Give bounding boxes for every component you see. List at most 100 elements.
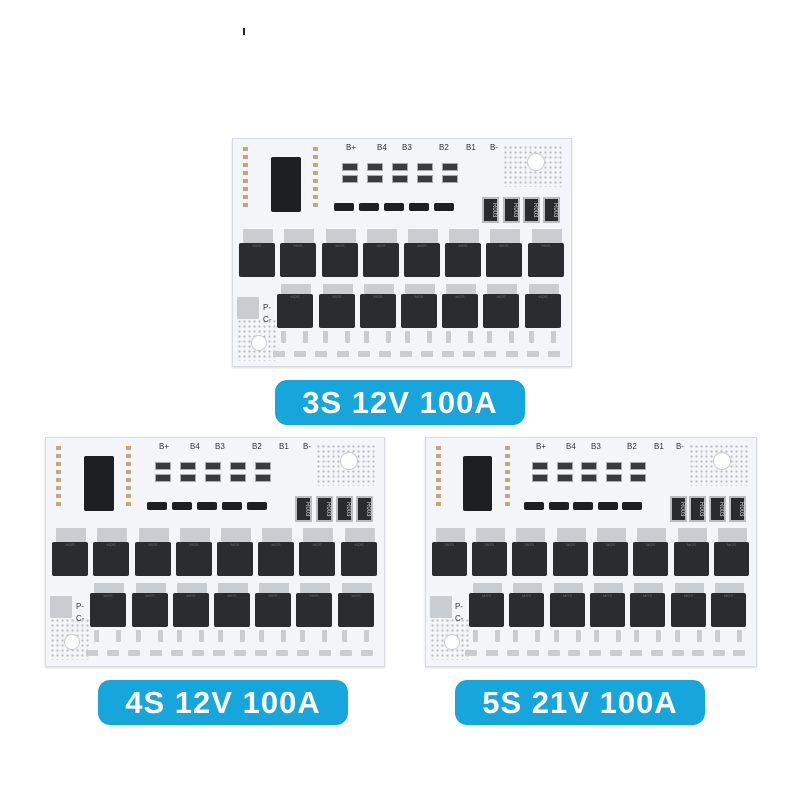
mosfet: MOS <box>486 243 522 277</box>
led <box>505 494 510 498</box>
pad <box>527 351 539 357</box>
led <box>56 454 61 458</box>
mosfet-pin <box>509 331 514 343</box>
smd-resistor <box>532 462 548 470</box>
mosfet: MOS <box>401 294 437 328</box>
mosfet: MOS <box>90 593 126 627</box>
pad <box>192 650 204 656</box>
led <box>313 155 318 159</box>
sot-transistor <box>172 502 192 510</box>
smd-resistor <box>557 462 573 470</box>
mosfet-tab <box>326 229 356 243</box>
sot-transistor <box>147 502 167 510</box>
sot-transistor <box>409 203 429 211</box>
silkscreen-b2: B2 <box>439 143 449 152</box>
smd-resistor <box>606 462 622 470</box>
mount-hole <box>251 335 267 351</box>
sot-transistor <box>622 502 642 510</box>
smd-resistor <box>230 462 246 470</box>
mosfet-tab <box>94 583 124 593</box>
mosfet-tab <box>342 583 372 593</box>
mosfet: MOS <box>52 542 88 576</box>
sot-transistor <box>434 203 454 211</box>
silkscreen-p-minus: P- <box>76 602 84 611</box>
pad <box>255 650 267 656</box>
mosfet: MOS <box>512 542 547 576</box>
smd-resistor <box>606 474 622 482</box>
mosfet-tab <box>446 284 476 294</box>
sot-transistor <box>598 502 618 510</box>
sot-transistor <box>222 502 242 510</box>
smd-resistor <box>557 474 573 482</box>
mosfet: MOS <box>173 593 209 627</box>
mosfet-pin <box>386 331 391 343</box>
mosfet-pin <box>303 331 308 343</box>
silkscreen-b1: B1 <box>654 442 664 451</box>
mosfet: MOS <box>214 593 250 627</box>
sot-transistor <box>573 502 593 510</box>
led <box>126 462 131 466</box>
mosfet-pin <box>116 630 121 642</box>
mosfet-pin <box>675 630 680 642</box>
mosfet-tab <box>139 528 169 542</box>
smd-resistor <box>442 163 458 171</box>
mosfet-tab <box>259 583 289 593</box>
mosfet-tab <box>476 528 505 542</box>
shunt-resistor-r003: R003 <box>295 496 312 522</box>
mosfet-pin <box>281 331 286 343</box>
mosfet: MOS <box>550 593 585 627</box>
mosfet-pin <box>240 630 245 642</box>
smd-resistor <box>417 163 433 171</box>
sot-transistor <box>197 502 217 510</box>
led <box>126 486 131 490</box>
silkscreen-c-minus: C- <box>455 614 464 623</box>
smd-resistor <box>630 462 646 470</box>
mosfet-pin <box>697 630 702 642</box>
smd-resistor <box>392 163 408 171</box>
silkscreen-b2: B2 <box>627 442 637 451</box>
mosfet-tab <box>436 528 465 542</box>
mosfet: MOS <box>341 542 377 576</box>
led <box>313 187 318 191</box>
mosfet-pin <box>715 630 720 642</box>
led <box>56 462 61 466</box>
led <box>436 478 441 482</box>
mosfet: MOS <box>135 542 171 576</box>
shunt-resistor-r003: R003 <box>670 496 687 522</box>
mosfet-pin <box>199 630 204 642</box>
mosfet-tab <box>449 229 479 243</box>
shunt-resistor-r003: R003 <box>316 496 333 522</box>
pad <box>507 650 519 656</box>
mosfet-tab <box>715 583 744 593</box>
pad <box>319 650 331 656</box>
mosfet: MOS <box>239 243 275 277</box>
sot-transistor <box>549 502 569 510</box>
pad <box>651 650 663 656</box>
mosfet-pin <box>364 331 369 343</box>
shunt-resistor-r003: R003 <box>709 496 726 522</box>
product-label-4s: 4S 12V 100A <box>98 680 348 725</box>
shunt-resistor-r003: R003 <box>503 197 520 223</box>
pad <box>589 650 601 656</box>
connector <box>50 596 72 618</box>
mosfet: MOS <box>509 593 544 627</box>
smd-resistor <box>155 462 171 470</box>
mosfet-pin <box>513 630 518 642</box>
mosfet: MOS <box>322 243 358 277</box>
led <box>436 462 441 466</box>
pad <box>276 650 288 656</box>
mosfet-pin <box>345 331 350 343</box>
mosfet: MOS <box>360 294 396 328</box>
mosfet: MOS <box>714 542 749 576</box>
pad <box>361 650 373 656</box>
led <box>243 147 248 151</box>
mosfet-tab <box>262 528 292 542</box>
pad <box>234 650 246 656</box>
mosfet-pin <box>554 630 559 642</box>
smd-resistor <box>630 474 646 482</box>
shunt-resistor-r003: R003 <box>336 496 353 522</box>
mosfet-tab <box>408 229 438 243</box>
mosfet-tab <box>300 583 330 593</box>
pad <box>358 351 370 357</box>
